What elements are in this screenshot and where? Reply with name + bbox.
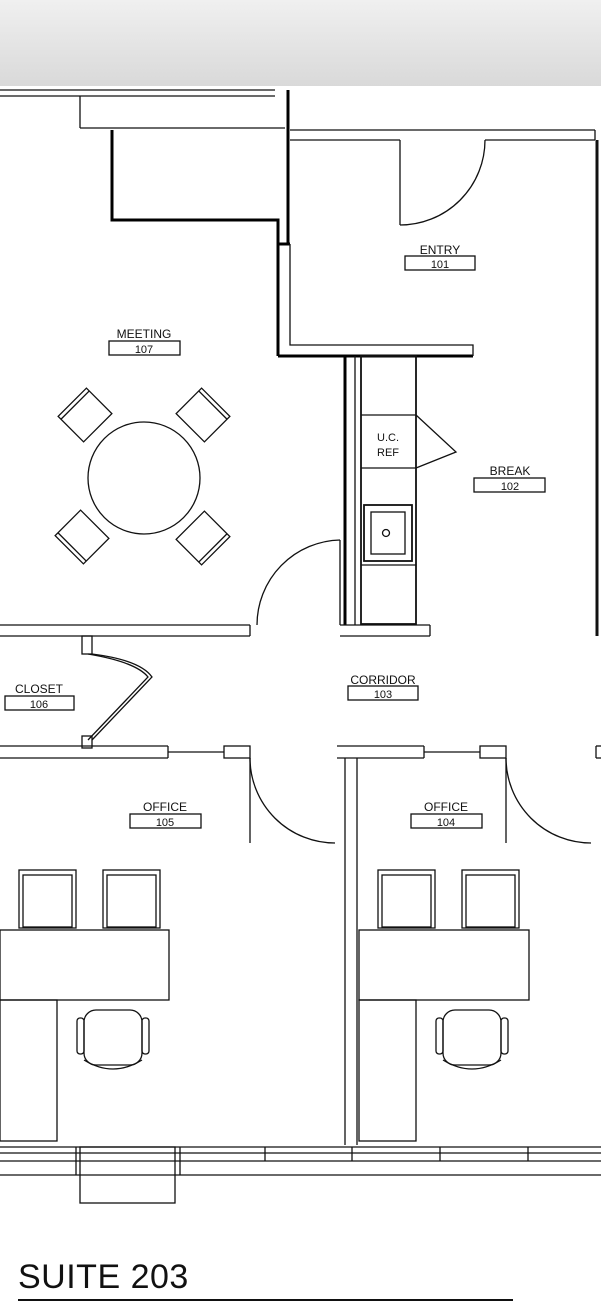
svg-text:104: 104 (437, 817, 455, 829)
meeting-door (256, 539, 341, 626)
corridor-lower-wall (0, 745, 601, 759)
office-105-furniture (0, 869, 170, 1142)
top-bar (0, 0, 601, 86)
svg-text:CLOSET: CLOSET (15, 682, 64, 696)
closet-walls (81, 635, 153, 749)
meeting-table-set (54, 387, 231, 566)
room-label-entry: ENTRY 101 (404, 243, 476, 271)
svg-text:107: 107 (135, 344, 153, 356)
bottom-window-wall (0, 1146, 601, 1204)
office-door-left (249, 757, 336, 844)
inner-wall-lines (289, 244, 474, 625)
svg-text:OFFICE: OFFICE (424, 800, 468, 814)
svg-text:106: 106 (30, 699, 48, 711)
svg-text:101: 101 (431, 259, 449, 271)
room-label-meeting: MEETING 107 (108, 327, 181, 356)
svg-text:ENTRY: ENTRY (420, 243, 460, 257)
svg-text:REF: REF (377, 447, 399, 459)
break-counter (360, 355, 458, 625)
bold-walls (110, 90, 473, 625)
office-door-right (505, 757, 592, 844)
title-underline (18, 1299, 513, 1301)
svg-text:U.C.: U.C. (377, 432, 399, 444)
svg-text:102: 102 (501, 481, 519, 493)
svg-text:BREAK: BREAK (490, 464, 531, 478)
entry-door (399, 139, 486, 226)
svg-text:OFFICE: OFFICE (143, 800, 187, 814)
room-label-closet: CLOSET 106 (4, 682, 75, 711)
svg-text:MEETING: MEETING (117, 327, 172, 341)
corridor-upper-wall (0, 624, 431, 637)
svg-text:CORRIDOR: CORRIDOR (350, 673, 416, 687)
room-label-office-104: OFFICE 104 (410, 800, 483, 829)
svg-text:103: 103 (374, 689, 392, 701)
room-label-corridor: CORRIDOR 103 (347, 673, 419, 701)
office-104-furniture (358, 869, 530, 1142)
room-label-break: BREAK 102 (473, 464, 546, 493)
room-label-office-105: OFFICE 105 (129, 800, 202, 829)
office-divider-wall (344, 758, 358, 1145)
suite-title: SUITE 203 (18, 1258, 189, 1296)
top-window-wall (0, 89, 596, 141)
svg-text:105: 105 (156, 817, 174, 829)
ref-label: U.C. REF (377, 432, 399, 459)
